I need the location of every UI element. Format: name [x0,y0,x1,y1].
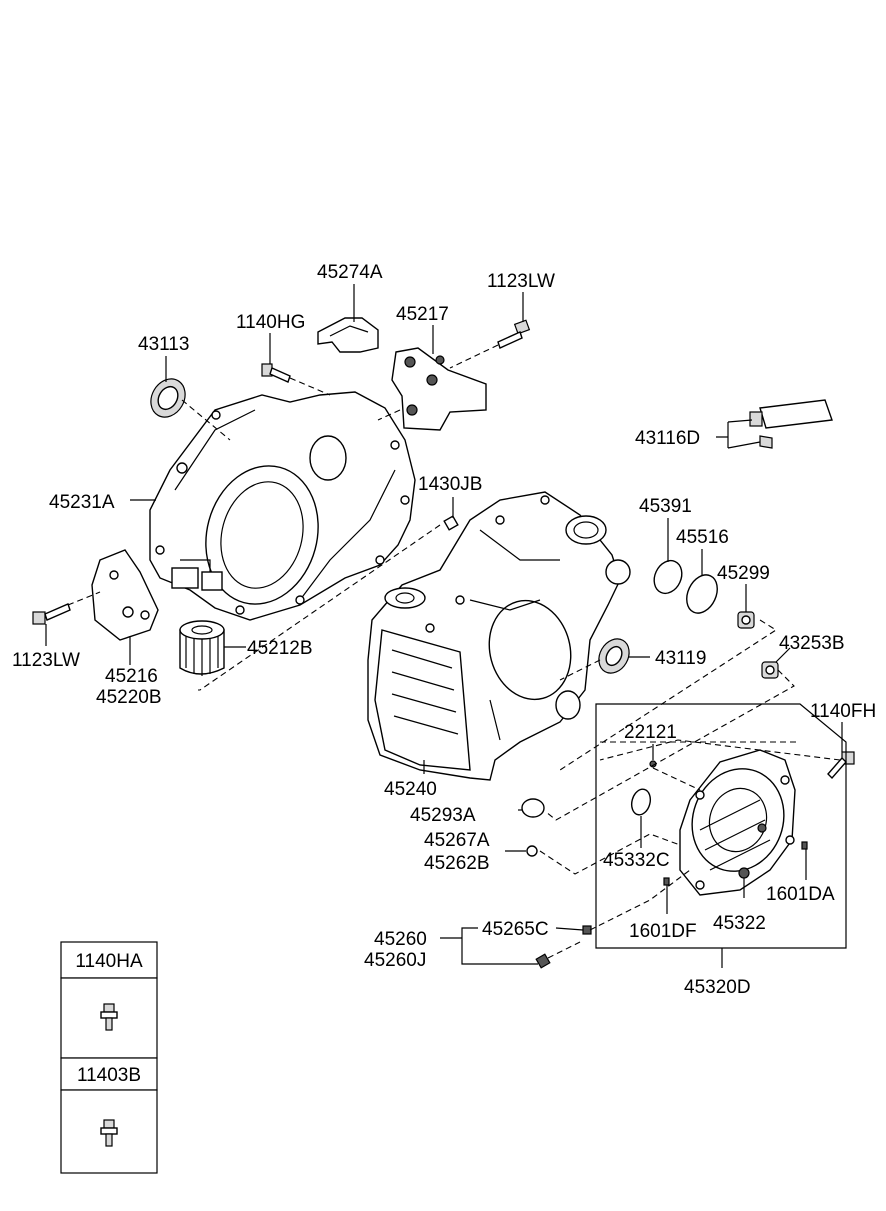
legend-title-1140HA: 1140HA [75,951,143,972]
part-45265C-plug [582,925,592,935]
part-1123LW-bolt-left [32,603,71,625]
part-1601DF-pin [663,877,670,886]
part-45212B-oil-filter [179,620,225,676]
part-1140FH-bolt [827,751,855,780]
label-45320D: 45320D [684,977,751,998]
label-1140HG: 1140HG [236,312,305,333]
part-45240-converter-housing [367,491,631,781]
part-1140HG-bolt [261,363,291,383]
part-45516-o-ring [686,574,718,614]
alignment-lines [67,344,841,959]
label-45391: 45391 [639,496,692,517]
label-43116D: 43116D [635,428,700,449]
part-45299-bushing [737,611,755,629]
part-45231A-transaxle-case [149,391,416,621]
label-1601DF: 1601DF [629,921,697,942]
part-45293A-o-ring [521,798,545,818]
label-45260: 45260 [374,929,427,950]
part-43113-oil-seal [150,378,186,418]
label-45322: 45322 [713,913,766,934]
part-45216-bracket [91,549,159,641]
label-45260J: 45260J [364,950,426,971]
part-45262B-o-ring [526,845,538,857]
part-43119-oil-seal [598,638,630,674]
label-1140FH: 1140FH [810,701,876,722]
part-1601DA-pin [801,841,808,850]
label-22121: 22121 [624,722,677,743]
bolt-11403B-icon [100,1119,118,1147]
part-1123LW-bolt-top [497,319,531,349]
label-45220B: 45220B [96,687,162,708]
label-45231A: 45231A [49,492,115,513]
label-45212B: 45212B [247,638,313,659]
label-45332C: 45332C [603,850,670,871]
label-45274A: 45274A [317,262,383,283]
legend-box-1140HA: 1140HA [60,941,158,1059]
label-1123LW-top: 1123LW [487,271,555,292]
label-43113: 43113 [138,334,189,355]
label-1601DA: 1601DA [766,884,835,905]
part-45274A-bracket [317,317,379,353]
part-45332C-o-ring [630,788,652,816]
label-45262B: 45262B [424,853,490,874]
part-43116D-sealant-tube [749,399,833,449]
legend-box-11403B: 11403B [60,1057,158,1174]
legend-title-11403B: 11403B [77,1065,141,1086]
assembly-box-45320D [595,703,847,949]
label-45216: 45216 [105,666,158,687]
part-45320D-side-cover-assembly [679,749,796,896]
part-45260-plug [535,953,551,969]
label-1123LW-left: 1123LW [12,650,80,671]
label-43253B: 43253B [779,633,845,654]
label-45217: 45217 [396,304,449,325]
part-1430JB-dowel-pin [443,515,459,531]
label-45267A: 45267A [424,830,490,851]
label-45299: 45299 [717,563,770,584]
label-45240: 45240 [384,779,437,800]
leader-lines [45,284,843,965]
label-43119: 43119 [655,648,706,669]
part-45391-o-ring [653,559,683,595]
label-45293A: 45293A [410,805,476,826]
label-45516: 45516 [676,527,729,548]
bolt-1140HA-icon [100,1003,118,1031]
label-1430JB: 1430JB [418,474,482,495]
part-45217-mount-bracket [391,347,487,431]
part-43253B-bushing [761,661,779,679]
label-45265C: 45265C [482,919,549,940]
